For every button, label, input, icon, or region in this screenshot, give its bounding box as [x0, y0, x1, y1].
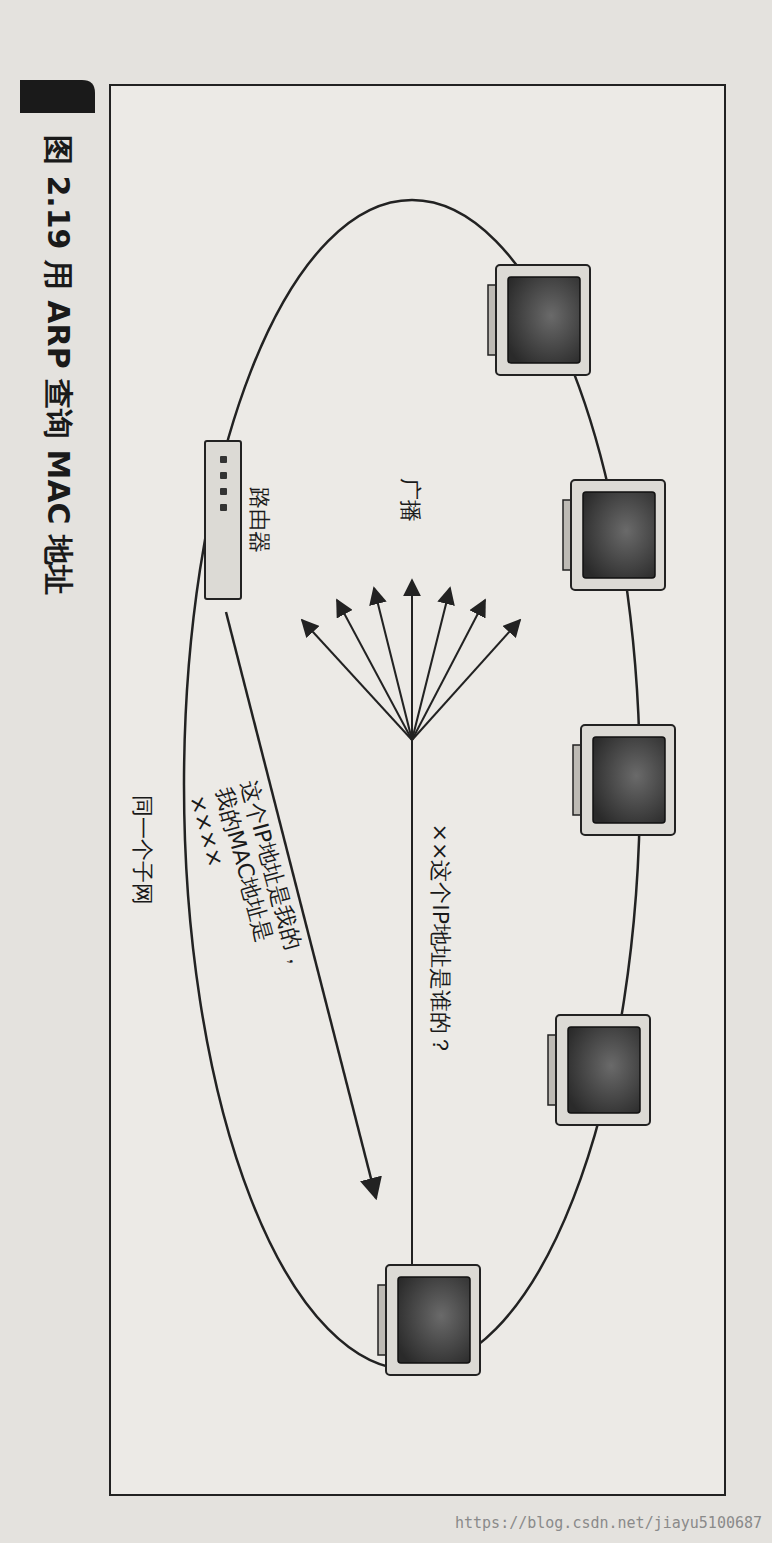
router-node: 路由器: [204, 440, 272, 600]
router-led: [220, 472, 227, 479]
computers: [378, 265, 675, 1375]
router-led: [220, 488, 227, 495]
monitor-screen: [398, 1277, 470, 1363]
monitor-screen: [583, 492, 655, 578]
watermark: https://blog.csdn.net/jiayu5100687: [455, 1514, 762, 1532]
broadcast-arrow: [337, 600, 412, 740]
computer-monitor: [488, 265, 590, 375]
request-label: ××这个IP地址是谁的？: [427, 824, 453, 1057]
router-led: [220, 456, 227, 463]
subnet-label: 同一个子网: [129, 795, 155, 905]
monitor-bezel: [571, 480, 665, 590]
computer-monitor: [378, 1265, 480, 1375]
monitor-bezel: [386, 1265, 480, 1375]
router-led: [220, 504, 227, 511]
broadcast-label: 广播: [397, 478, 423, 522]
broadcast-arrow: [412, 620, 520, 740]
subnet-ellipse: [184, 200, 640, 1370]
broadcast-arrow: [374, 588, 412, 740]
monitor-bezel: [496, 265, 590, 375]
router-box: [204, 440, 242, 600]
figure-caption: 图 2.19 用 ARP 查询 MAC 地址: [40, 135, 76, 595]
figure-frame: [110, 85, 725, 1495]
computer-monitor: [573, 725, 675, 835]
monitor-screen: [593, 737, 665, 823]
computer-monitor: [563, 480, 665, 590]
monitor-screen: [568, 1027, 640, 1113]
broadcast-fan: [302, 580, 520, 740]
monitor-screen: [508, 277, 580, 363]
monitor-bezel: [581, 725, 675, 835]
router-label: 路由器: [246, 440, 272, 600]
computer-monitor: [548, 1015, 650, 1125]
broadcast-arrow: [411, 580, 413, 740]
caption-tab: [20, 80, 95, 113]
broadcast-line: [411, 740, 413, 1265]
broadcast-arrow: [412, 588, 450, 740]
monitor-bezel: [556, 1015, 650, 1125]
